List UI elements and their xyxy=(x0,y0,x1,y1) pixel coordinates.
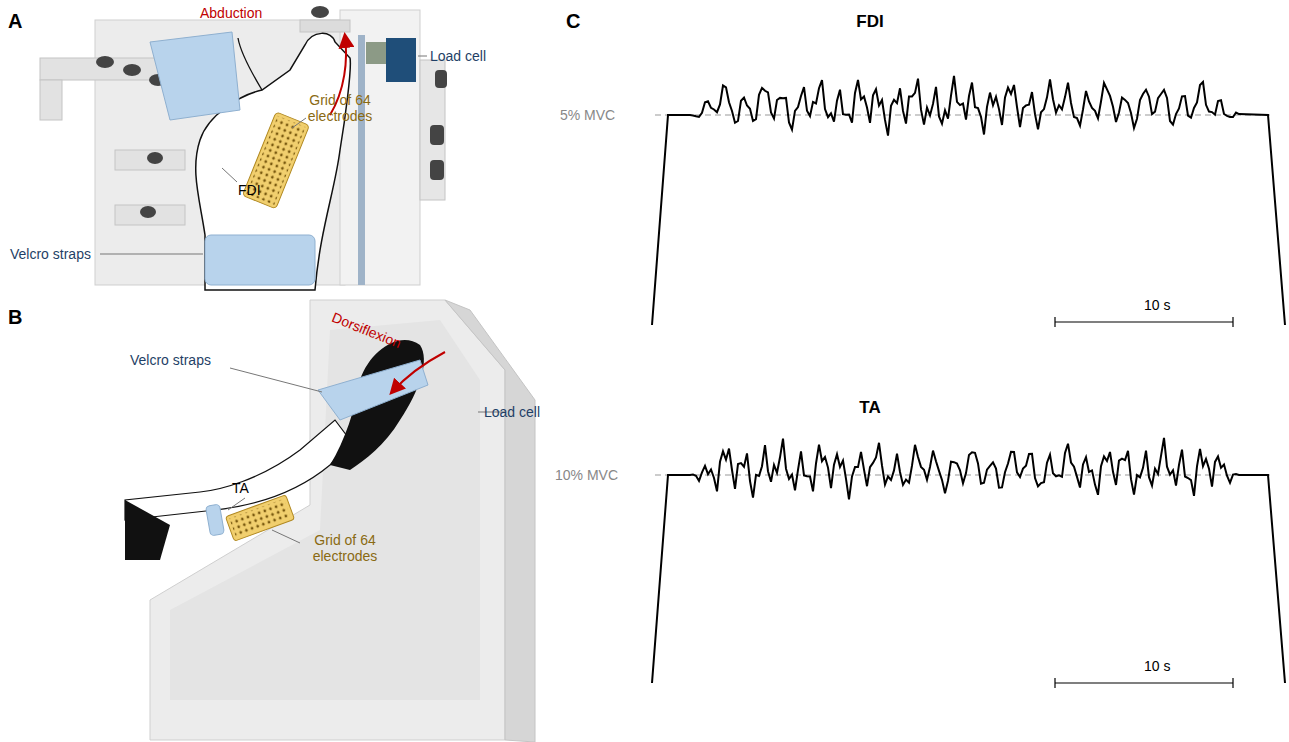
part-label: Velcro straps xyxy=(130,352,211,368)
axis-label: 10% MVC xyxy=(555,467,618,483)
chart-title: FDI xyxy=(856,14,883,30)
hand-device xyxy=(40,6,447,290)
force-trace xyxy=(652,438,1285,683)
force-traces xyxy=(652,76,1285,688)
part-label: Velcro straps xyxy=(10,246,91,262)
part-label: Grid of 64 electrodes xyxy=(300,532,390,564)
panel-letter: B xyxy=(8,306,22,328)
motion-label: Abduction xyxy=(200,5,262,21)
part-label: Grid of 64 electrodes xyxy=(295,92,385,124)
panel-letter: C xyxy=(566,10,580,32)
scale-bar-label: 10 s xyxy=(1144,658,1170,674)
force-trace xyxy=(652,76,1285,325)
muscle-label: FDI xyxy=(238,182,261,198)
axis-label: 5% MVC xyxy=(560,107,615,123)
panel-letter: A xyxy=(8,10,22,32)
part-label: Load cell xyxy=(430,48,486,64)
scale-bar-label: 10 s xyxy=(1144,297,1170,313)
part-label: Load cell xyxy=(484,404,540,420)
chart-title: TA xyxy=(859,400,880,416)
leg-device xyxy=(125,300,535,742)
muscle-label: TA xyxy=(232,480,249,496)
